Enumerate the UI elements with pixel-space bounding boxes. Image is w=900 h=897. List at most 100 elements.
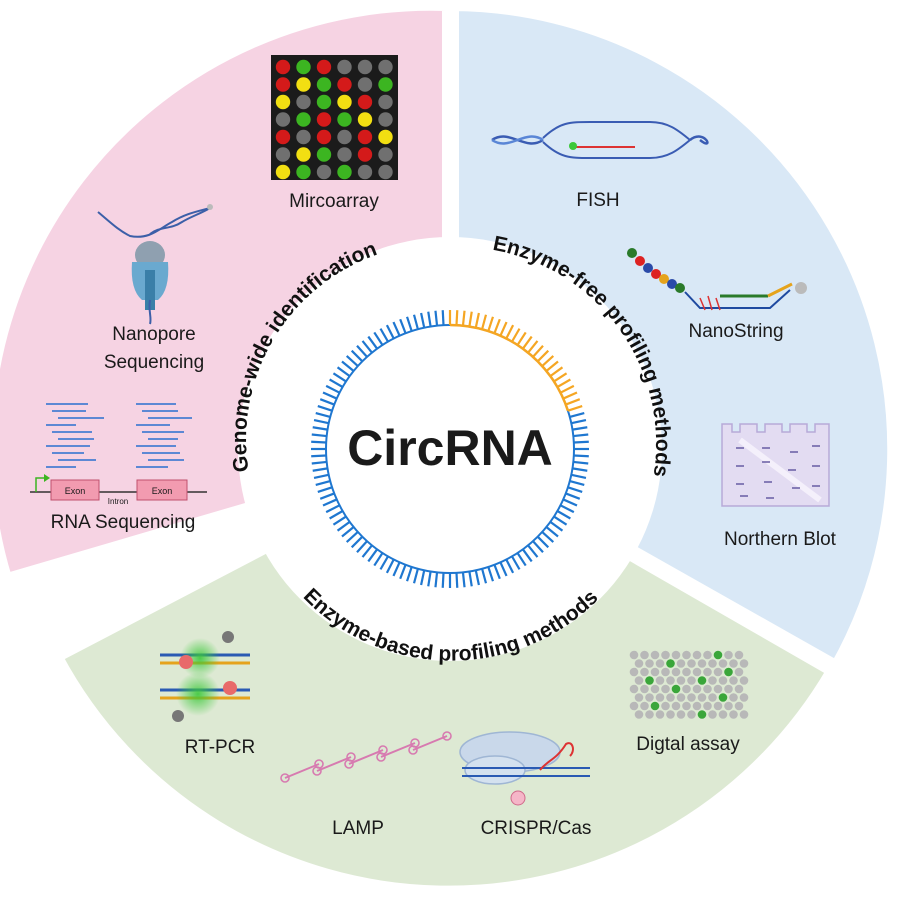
ring-tick: [373, 331, 384, 346]
partition-well: [655, 676, 665, 685]
microarray-spot: [357, 112, 373, 127]
ring-tick: [356, 540, 368, 554]
partition-well: [645, 676, 654, 685]
ring-tick: [341, 526, 355, 538]
ring-tick: [516, 552, 527, 567]
partition-well: [655, 693, 665, 702]
partition-well: [724, 701, 733, 711]
partition-well: [682, 650, 691, 660]
partition-well: [666, 659, 675, 668]
ring-tick: [312, 467, 328, 472]
microarray-spot: [296, 147, 311, 162]
ring-tick: [350, 535, 364, 549]
microarray-spot: [275, 94, 291, 110]
partition-well: [703, 667, 712, 677]
partition-well: [682, 701, 691, 711]
ring-tick: [468, 311, 473, 327]
partition-well: [692, 667, 702, 677]
ring-tick: [341, 360, 355, 372]
partition-well: [634, 693, 644, 702]
ring-tick: [499, 321, 508, 337]
lamp-strand: [348, 749, 384, 765]
ring-tick: [461, 572, 466, 588]
ring-tick: [345, 531, 359, 543]
exon-box-2: [136, 479, 188, 501]
ring-tick: [319, 398, 335, 406]
label-digital-assay: Digtal assay: [636, 734, 740, 755]
partition-well: [650, 650, 660, 660]
ring-tick: [565, 492, 581, 500]
partition-well: [650, 667, 660, 677]
partition-well: [708, 693, 717, 702]
ring-tick: [311, 440, 327, 444]
partition-well: [697, 710, 707, 719]
partition-well: [703, 684, 712, 694]
partition-well: [634, 659, 644, 668]
partition-well: [729, 710, 738, 719]
center-title: CircRNA: [347, 420, 553, 476]
reads-left: [46, 403, 104, 468]
label-crispr-cas: CRISPR/Cas: [481, 818, 592, 839]
partition-well: [650, 684, 660, 694]
ring-tick: [553, 515, 568, 526]
intron-label: Intron: [108, 497, 128, 506]
microarray-spot: [357, 77, 373, 92]
ring-tick: [336, 520, 351, 532]
ring-tick: [511, 328, 521, 343]
ring-tick: [427, 571, 432, 587]
partition-well: [650, 701, 660, 711]
partition-well: [666, 710, 675, 719]
microarray-spot: [296, 164, 311, 180]
ring-tick: [345, 355, 359, 367]
ring-tick: [521, 335, 533, 350]
exon-box-1: [50, 479, 100, 501]
ring-tick: [468, 571, 473, 587]
partition-well: [729, 659, 738, 668]
partition-well: [687, 693, 696, 702]
ring-tick: [571, 419, 587, 425]
ring-tick: [545, 526, 559, 538]
partition-well: [708, 659, 717, 668]
partition-well: [640, 650, 649, 660]
ring-tick: [573, 440, 589, 444]
partition-well: [739, 659, 749, 668]
ring-tick: [406, 566, 413, 582]
microarray-spot: [316, 147, 332, 162]
ring-tick: [573, 433, 589, 438]
microarray-spot: [378, 129, 393, 145]
partition-well: [739, 693, 749, 702]
ring-tick: [532, 344, 544, 358]
ring-tick: [325, 504, 341, 514]
partition-well: [661, 650, 670, 660]
fish-icon: [491, 121, 709, 159]
ring-tick: [532, 540, 544, 554]
partition-well: [687, 710, 696, 719]
ring-tick: [311, 454, 327, 458]
ring-tick: [571, 473, 587, 479]
ring-tick: [367, 548, 379, 563]
partition-well: [734, 684, 744, 694]
partition-well: [634, 676, 644, 685]
microarray-spot: [357, 147, 373, 162]
ring-tick: [536, 349, 550, 363]
partition-well: [697, 659, 707, 668]
microarray-spot: [337, 77, 352, 92]
microarray-spot: [337, 164, 352, 180]
partition-well: [697, 676, 707, 685]
partition-well: [734, 650, 744, 660]
microarray-spot: [296, 77, 311, 92]
ring-tick: [399, 318, 407, 334]
partition-well: [676, 693, 686, 702]
partition-well: [661, 684, 670, 694]
ring-tick: [385, 558, 395, 574]
partition-well: [729, 676, 738, 685]
ring-tick: [499, 561, 508, 577]
microarray-spot: [337, 94, 352, 110]
lamp-strand: [284, 763, 320, 779]
microarray-spot: [357, 129, 373, 145]
ring-tick: [332, 372, 347, 383]
partition-well: [692, 701, 702, 711]
ring-tick: [556, 510, 571, 520]
ring-tick: [481, 314, 488, 330]
ring-tick: [392, 321, 401, 337]
